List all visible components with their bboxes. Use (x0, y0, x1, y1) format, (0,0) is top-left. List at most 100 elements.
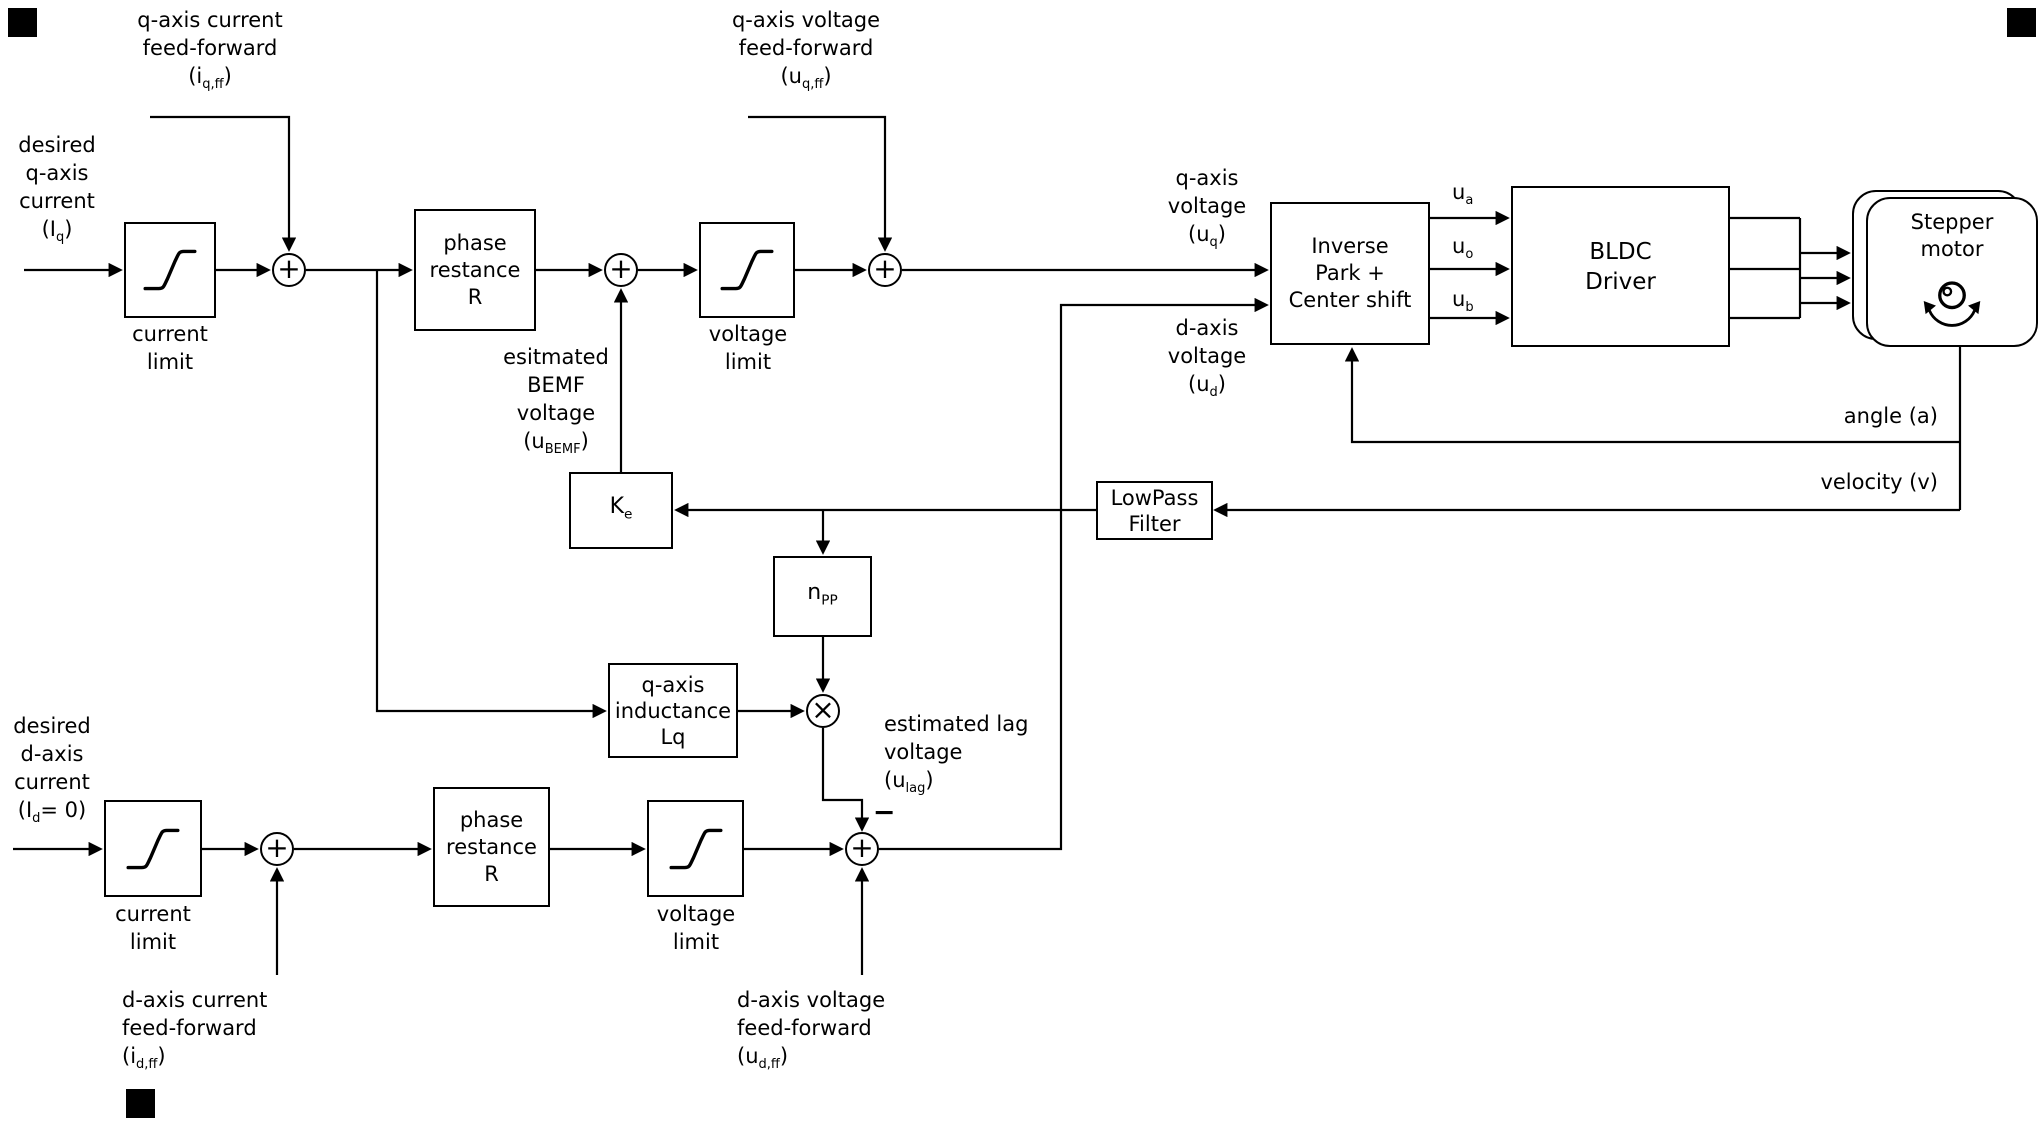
ff-current-q-label: q-axis current feed-forward (iq,ff) (137, 6, 282, 99)
voltage-limit-q-caption: voltage limit (709, 320, 787, 376)
label-line: − (872, 797, 896, 828)
label-line: estimated lag (884, 712, 1029, 736)
label-line: voltage (708, 322, 788, 346)
wire-ff-current-q (150, 115, 297, 252)
plus-sign: + (265, 831, 289, 864)
q-axis-voltage-label: q-axis voltage (uq) (1168, 164, 1246, 257)
label-line: uo (1452, 234, 1474, 263)
uo-label: uo (1452, 232, 1473, 269)
corner-marker-top-right (2007, 8, 2036, 37)
label-line: (ud,ff) (737, 1044, 789, 1073)
npp-gain-block: nPP (773, 556, 872, 637)
block-text-line: Stepper (1910, 210, 1994, 234)
label-line: ua (1452, 180, 1474, 209)
label-line: BEMF (527, 373, 585, 397)
q-inductance-block: q-axis inductance Lq (608, 663, 738, 758)
wire-angle-feedback (1344, 347, 1960, 444)
block-text-line: Ke (609, 493, 633, 523)
minus-sign-label: − (873, 799, 896, 827)
rotation-icon (1923, 281, 1981, 327)
label-line: voltage (1167, 344, 1247, 368)
label-line: q-axis current (137, 8, 283, 32)
sum-junction-q2: + (604, 253, 638, 287)
block-text-line: R (467, 284, 483, 309)
label-line: d-axis voltage (737, 988, 886, 1012)
block-text-line: Lq (660, 724, 686, 749)
label-line: angle (a) (1843, 404, 1938, 428)
block-text-line: R (484, 861, 499, 886)
plus-sign: + (609, 252, 633, 285)
block-text-line: Inverse (1311, 234, 1389, 258)
block-text-line: Filter (1128, 511, 1181, 536)
ub-label: ub (1452, 285, 1474, 322)
label-line: current (19, 189, 95, 213)
label-line: feed-forward (142, 36, 278, 60)
block-text-line: phase (443, 230, 507, 255)
ke-gain-block: Ke (569, 472, 673, 549)
corner-marker-bottom-left (126, 1089, 155, 1118)
block-text-line: BLDC (1589, 238, 1652, 265)
label-line: (iq,ff) (188, 64, 232, 93)
ua-label: ua (1452, 178, 1473, 215)
label-line: limit (129, 930, 177, 954)
voltage-limit-d-caption: voltage limit (657, 900, 735, 956)
label-line: (ulag) (884, 768, 934, 797)
estimated-lag-voltage-label: estimated lag voltage (ulag) (884, 710, 1028, 803)
label-line: feed-forward (122, 1016, 257, 1040)
label-line: limit (724, 350, 772, 374)
saturation-curve-icon (126, 828, 180, 869)
sum-junction-d1: + (260, 832, 294, 866)
block-text-line: LowPass (1110, 485, 1199, 510)
plus-sign: + (277, 252, 301, 285)
label-line: current (115, 902, 191, 926)
plus-sign: + (873, 252, 897, 285)
inverse-park-block: Inverse Park + Center shift (1270, 202, 1430, 345)
bldc-driver-block: BLDC Driver (1511, 186, 1730, 347)
sum-junction-q3: + (868, 253, 902, 287)
ff-current-d-label: d-axis current feed-forward (id,ff) (122, 986, 267, 1079)
label-line: velocity (v) (1820, 470, 1938, 494)
block-text-line: motor (1920, 237, 1984, 261)
label-line: d-axis (1175, 316, 1239, 340)
label-line: (uq) (1188, 222, 1226, 251)
block-text-line: restance (446, 834, 537, 859)
block-text-line: Center shift (1288, 288, 1412, 312)
label-line: (Id= 0) (17, 798, 87, 827)
phase-resistance-q-block: phase restance R (414, 209, 536, 331)
block-text-line: Driver (1585, 268, 1656, 295)
label-line: desired (18, 133, 96, 157)
saturation-curve-icon (668, 828, 723, 869)
plus-sign: + (850, 831, 874, 864)
label-line: current (14, 770, 90, 794)
voltage-limit-q-block (699, 222, 795, 318)
d-axis-voltage-label: d-axis voltage (ud) (1168, 314, 1246, 407)
label-line: ub (1452, 287, 1474, 316)
label-line: voltage (1167, 194, 1247, 218)
bemf-voltage-label: esitmated BEMF voltage (uBEMF) (503, 343, 609, 464)
label-line: feed-forward (737, 1016, 872, 1040)
times-sign: × (811, 693, 835, 726)
block-text-line: phase (459, 807, 524, 832)
phase-resistance-d-block: phase restance R (433, 787, 550, 907)
desired-q-current-label: desired q-axis current (Iq) (18, 131, 95, 252)
current-limit-d-block (104, 800, 202, 897)
label-line: esitmated (503, 345, 609, 369)
block-text-line: inductance (614, 698, 732, 723)
label-line: q-axis (1175, 166, 1239, 190)
wire-sum4-to-inverse-park (879, 297, 1269, 851)
label-line: q-axis (25, 161, 89, 185)
ff-voltage-q-label: q-axis voltage feed-forward (uq,ff) (732, 6, 880, 99)
label-line: (Iq) (41, 217, 73, 246)
saturation-curve-icon (720, 249, 774, 291)
label-line: voltage (656, 902, 736, 926)
stepper-motor-block: Stepper motor (1866, 197, 2038, 347)
label-line: desired (13, 714, 91, 738)
voltage-limit-d-block (647, 800, 744, 897)
label-line: (uq,ff) (780, 64, 832, 93)
block-text-line: restance (429, 257, 521, 282)
label-line: (ud) (1188, 372, 1226, 401)
block-text-line: Park + (1315, 261, 1385, 285)
corner-marker-top-left (8, 8, 37, 37)
